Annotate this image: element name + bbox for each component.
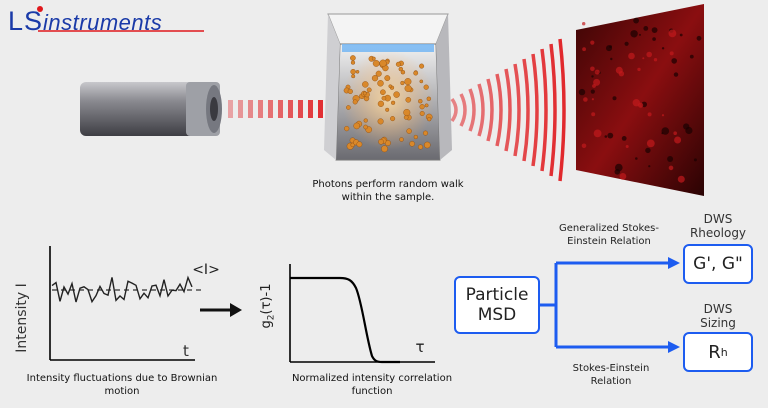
intensity-caption: Intensity fluctuations due to Brownian m… bbox=[2, 372, 242, 398]
sizing-value-base: R bbox=[708, 341, 721, 363]
correlation-y-label-base: g bbox=[259, 320, 274, 329]
upper-relation-label: Generalized Stokes- Einstein Relation bbox=[548, 222, 670, 248]
correlation-y-label-rest: (τ)-1 bbox=[259, 283, 274, 315]
laser-source-icon bbox=[80, 82, 222, 136]
dws-setup-illustration bbox=[80, 4, 704, 196]
particle-msd-line-1: Particle bbox=[465, 285, 529, 305]
lower-relation-line-2: Relation bbox=[590, 376, 632, 387]
speckle-detector-screen bbox=[576, 4, 704, 196]
intensity-y-label: Intensity I bbox=[14, 283, 30, 353]
correlation-y-label-sub: 2 bbox=[266, 314, 277, 321]
correlation-x-label: τ bbox=[415, 338, 425, 356]
lower-relation-label: Stokes-Einstein Relation bbox=[556, 362, 666, 388]
correlation-caption-line-2: function bbox=[351, 386, 393, 397]
intensity-caption-line-2: motion bbox=[104, 386, 140, 397]
lower-arrowhead-icon bbox=[668, 341, 680, 353]
rheology-title-line-1: DWS bbox=[703, 212, 733, 226]
sample-particles bbox=[343, 55, 433, 153]
upper-relation-line-2: Einstein Relation bbox=[567, 236, 651, 247]
flow-connectors bbox=[538, 257, 680, 353]
rheology-value: G', G" bbox=[693, 254, 743, 274]
intensity-caption-line-1: Intensity fluctuations due to Brownian bbox=[26, 373, 218, 384]
random-walk-caption: Photons perform random walk within the s… bbox=[270, 178, 506, 204]
logo-initials: LS bbox=[8, 6, 44, 36]
scattered-light-waves bbox=[450, 38, 566, 182]
correlation-function-plot bbox=[289, 264, 435, 364]
incoming-laser-beam bbox=[228, 100, 323, 118]
upper-relation-line-1: Generalized Stokes- bbox=[559, 223, 659, 234]
intensity-x-label: t bbox=[183, 342, 189, 360]
sizing-value-sub: h bbox=[720, 345, 728, 359]
particle-msd-box: Particle MSD bbox=[454, 276, 540, 334]
rheology-value-box: G', G" bbox=[683, 244, 753, 284]
logo-laser-dot-icon bbox=[37, 6, 43, 12]
lower-relation-line-1: Stokes-Einstein bbox=[572, 363, 650, 374]
correlation-caption-line-1: Normalized intensity correlation bbox=[291, 373, 453, 384]
intensity-fluctuation-plot bbox=[49, 246, 205, 361]
correlation-decay-curve bbox=[290, 276, 400, 364]
arrow-right-icon bbox=[200, 303, 242, 317]
random-walk-caption-line-1: Photons perform random walk bbox=[312, 179, 464, 190]
sizing-title-line-1: DWS bbox=[703, 302, 733, 316]
correlation-y-label: g2(τ)-1 bbox=[259, 269, 279, 343]
sizing-title-line-2: Sizing bbox=[700, 316, 736, 330]
rheology-title: DWS Rheology bbox=[680, 212, 756, 240]
intensity-trace bbox=[51, 275, 193, 304]
sample-cuvette-icon bbox=[324, 13, 452, 161]
rheology-title-line-2: Rheology bbox=[689, 226, 747, 240]
sizing-title: DWS Sizing bbox=[680, 302, 756, 330]
logo-graphic bbox=[37, 6, 204, 32]
upper-arrowhead-icon bbox=[668, 257, 680, 269]
correlation-caption: Normalized intensity correlation functio… bbox=[272, 372, 472, 398]
mean-intensity-label: <I> bbox=[192, 262, 220, 278]
random-walk-caption-line-2: within the sample. bbox=[341, 192, 435, 203]
particle-msd-line-2: MSD bbox=[477, 305, 517, 325]
